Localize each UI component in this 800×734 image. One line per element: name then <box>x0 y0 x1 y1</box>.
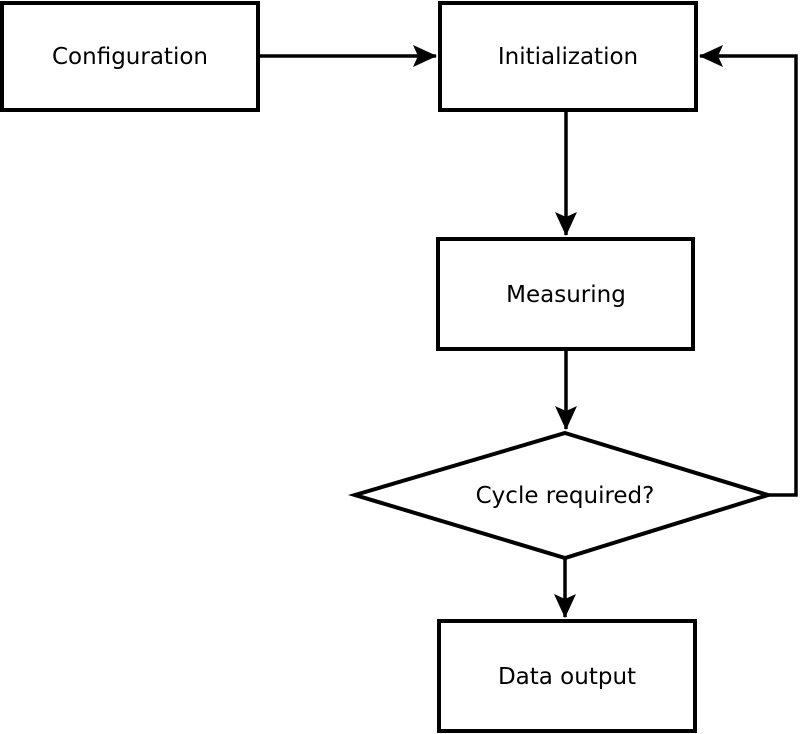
data-output-label: Data output <box>498 664 636 690</box>
configuration-label: Configuration <box>52 44 208 70</box>
data-output-box <box>437 619 697 733</box>
decision-label: Cycle required? <box>476 483 655 509</box>
decision-diamond <box>347 430 775 561</box>
edge-decision-loop-back-to-initialization <box>699 45 798 497</box>
measuring-box <box>436 237 695 351</box>
initialization-label: Initialization <box>498 44 638 70</box>
node-configuration: Configuration <box>0 1 260 112</box>
node-measuring: Measuring <box>436 237 695 351</box>
node-data-output: Data output <box>437 619 697 733</box>
node-initialization: Initialization <box>438 1 698 112</box>
node-decision: Cycle required? <box>347 430 775 561</box>
edges <box>258 45 798 618</box>
measuring-label: Measuring <box>506 282 626 308</box>
initialization-box <box>438 1 698 112</box>
configuration-box <box>0 1 260 112</box>
